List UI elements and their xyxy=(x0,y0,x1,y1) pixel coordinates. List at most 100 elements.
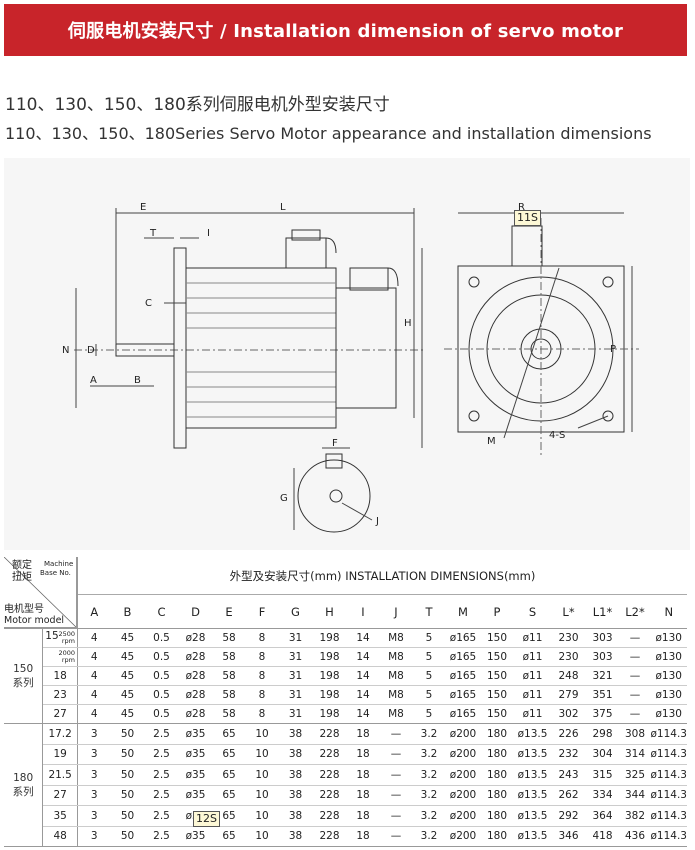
speed-value: 2500 rpm xyxy=(58,630,75,645)
cell-l: 292 xyxy=(551,805,586,827)
cell-l1: 315 xyxy=(585,764,620,786)
cell-c: 0.5 xyxy=(144,685,179,705)
cell-b: 50 xyxy=(110,805,145,827)
cell-i: 14 xyxy=(346,704,380,724)
column-header: P xyxy=(480,594,514,629)
cell-i: 18 xyxy=(346,805,380,827)
cell-b: 50 xyxy=(110,785,145,806)
cell-f: 10 xyxy=(245,826,279,847)
cell-t: 5 xyxy=(412,685,446,705)
cell-p: 180 xyxy=(480,744,514,765)
cell-l: 232 xyxy=(551,744,586,765)
cell-e: 65 xyxy=(212,723,246,745)
cell-l2: — xyxy=(619,628,651,648)
cell-f: 10 xyxy=(245,785,279,806)
cell-p: 180 xyxy=(480,826,514,847)
cell-a: 3 xyxy=(77,744,111,765)
cell-l: 248 xyxy=(551,666,586,686)
encoder-connector xyxy=(349,267,389,291)
cell-s: ø11 xyxy=(513,647,552,667)
cell-l: 279 xyxy=(551,685,586,705)
cell-b: 45 xyxy=(110,628,145,648)
label-N: N xyxy=(62,345,69,356)
cell-j: M8 xyxy=(379,666,413,686)
cell-h: 228 xyxy=(312,805,347,827)
cell-g: 31 xyxy=(278,628,313,648)
body-fins xyxy=(186,282,336,418)
cell-a: 3 xyxy=(77,785,111,806)
heading-cn: 110、130、150、180系列伺服电机外型安装尺寸 xyxy=(5,95,390,115)
cell-h: 198 xyxy=(312,647,347,667)
cell-s: ø11 xyxy=(513,628,552,648)
cell-b: 45 xyxy=(110,704,145,724)
column-header: M xyxy=(445,594,481,629)
cell-c: 2.5 xyxy=(144,723,179,745)
cell-e: 65 xyxy=(212,785,246,806)
cell-l: 302 xyxy=(551,704,586,724)
flange-outline xyxy=(173,247,187,449)
column-header: L* xyxy=(551,594,586,629)
front-connector xyxy=(511,225,543,267)
cell-l1: 334 xyxy=(585,785,620,806)
cell-d: ø35 xyxy=(178,764,213,786)
cell-p: 150 xyxy=(480,628,514,648)
power-connector-cap xyxy=(291,229,321,241)
tag-12s: 12S xyxy=(193,811,220,827)
cell-s: ø11 xyxy=(513,666,552,686)
cell-l1: 375 xyxy=(585,704,620,724)
cell-m: ø165 xyxy=(445,647,481,667)
cell-c: 2.5 xyxy=(144,785,179,806)
cell-l: 346 xyxy=(551,826,586,847)
torque-cell: 2000 rpm xyxy=(42,647,78,667)
cell-l: 230 xyxy=(551,628,586,648)
dimension-table: 额定 扭矩 Machine Base No. 电机型号 Motor model … xyxy=(4,557,695,850)
cell-p: 180 xyxy=(480,785,514,806)
cell-i: 18 xyxy=(346,764,380,786)
torque-cell: 27 xyxy=(42,704,78,724)
cell-j: — xyxy=(379,805,413,827)
cell-m: ø165 xyxy=(445,704,481,724)
motor-body xyxy=(185,267,337,429)
cell-f: 8 xyxy=(245,704,279,724)
cell-l: 226 xyxy=(551,723,586,745)
cell-m: ø165 xyxy=(445,628,481,648)
column-header: L2* xyxy=(619,594,651,629)
cell-t: 5 xyxy=(412,647,446,667)
column-header: F xyxy=(245,594,279,629)
label-H: H xyxy=(404,318,412,329)
corner-model-cn: 电机型号 xyxy=(4,604,44,615)
dimension-table-grid: 额定 扭矩 Machine Base No. 电机型号 Motor model … xyxy=(4,557,687,847)
label-G: G xyxy=(280,493,288,504)
cell-a: 3 xyxy=(77,805,111,827)
cell-j: M8 xyxy=(379,704,413,724)
column-header: I xyxy=(346,594,380,629)
column-header: B xyxy=(110,594,145,629)
table-row: 353502.5ø3565103822818—3.2ø200180ø13.529… xyxy=(4,805,687,827)
cell-c: 2.5 xyxy=(144,744,179,765)
corner-model-en: Motor model xyxy=(4,615,65,626)
cell-d: ø28 xyxy=(178,685,213,705)
label-C: C xyxy=(145,298,152,309)
cell-m: ø200 xyxy=(445,764,481,786)
cell-n: ø130 xyxy=(650,704,687,724)
cell-s: ø13.5 xyxy=(513,744,552,765)
cell-h: 198 xyxy=(312,628,347,648)
cell-a: 4 xyxy=(77,647,111,667)
cell-h: 228 xyxy=(312,785,347,806)
cell-i: 14 xyxy=(346,666,380,686)
cell-b: 45 xyxy=(110,647,145,667)
cell-e: 65 xyxy=(212,805,246,827)
page-banner: 伺服电机安装尺寸 / Installation dimension of ser… xyxy=(4,4,687,56)
cell-l1: 298 xyxy=(585,723,620,745)
cell-s: ø13.5 xyxy=(513,805,552,827)
cell-d: ø28 xyxy=(178,647,213,667)
encoder-cable xyxy=(387,267,399,287)
mount-hole-br xyxy=(602,410,614,422)
cell-p: 150 xyxy=(480,685,514,705)
column-header: D xyxy=(178,594,213,629)
cell-l: 262 xyxy=(551,785,586,806)
